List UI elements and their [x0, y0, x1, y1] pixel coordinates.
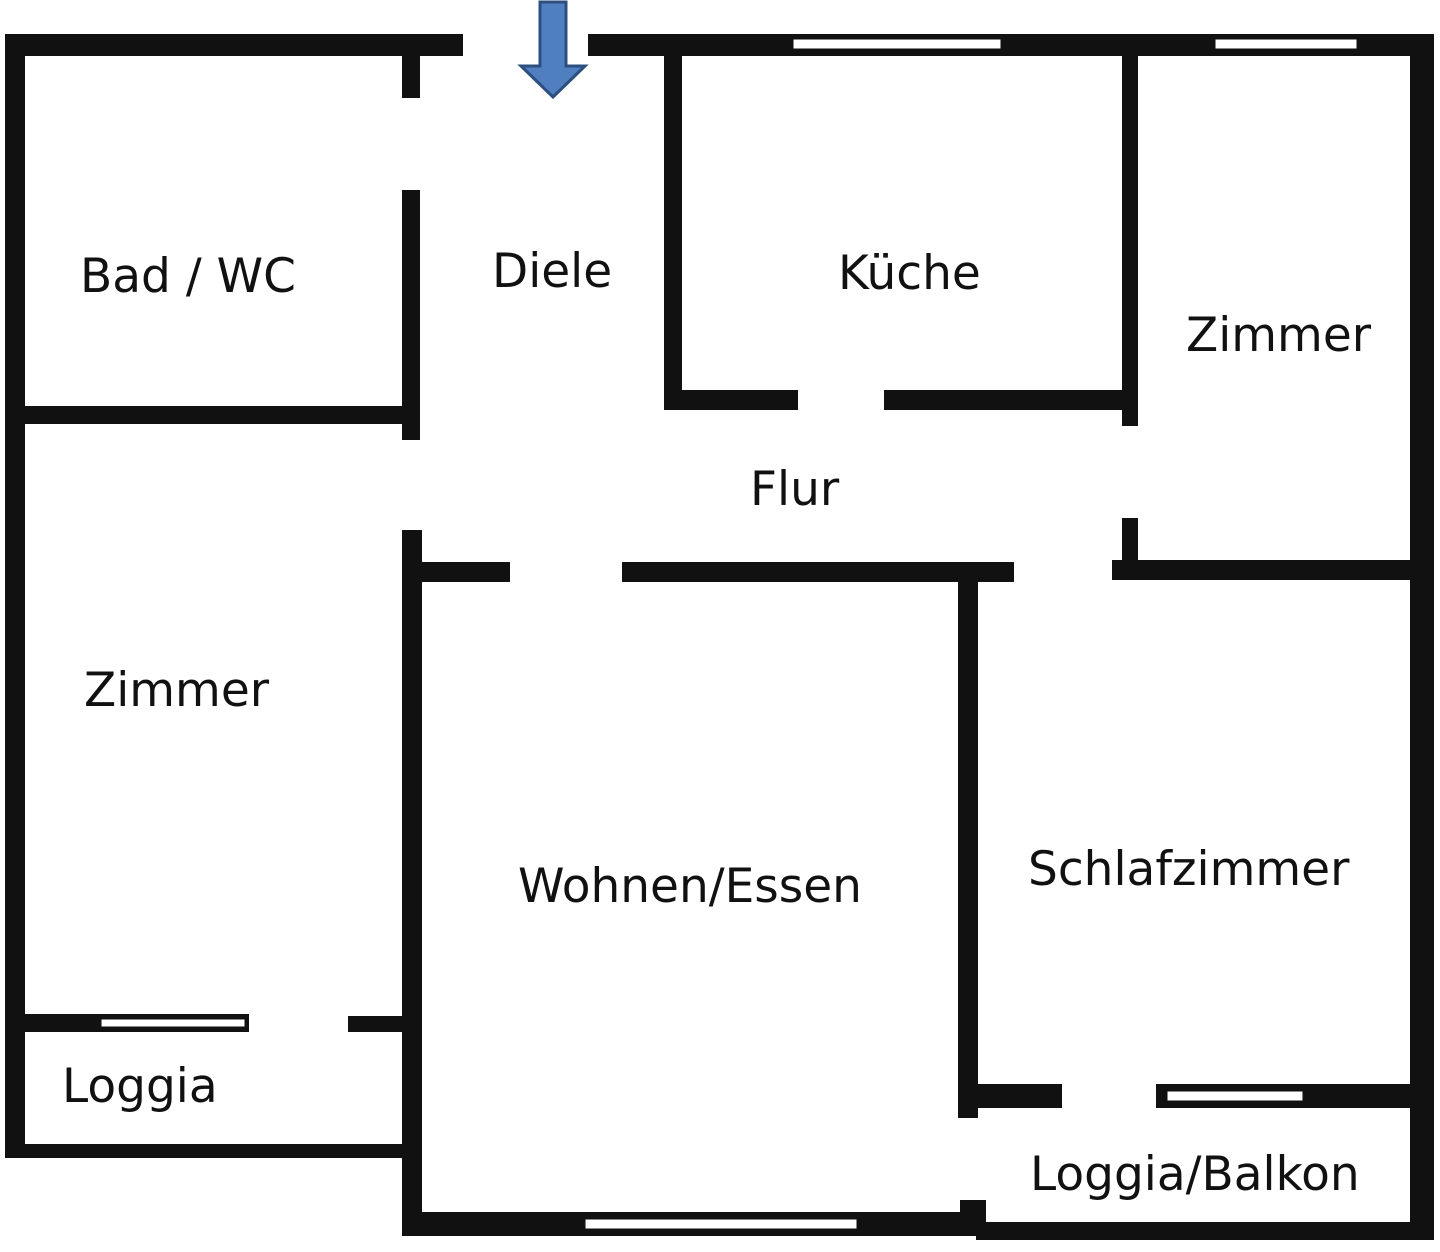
- wall-outer-right: [1410, 34, 1434, 1238]
- room-label-diele: Diele: [492, 244, 612, 299]
- windows: [98, 36, 1360, 1232]
- room-label-wohnen-essen: Wohnen/Essen: [518, 859, 862, 914]
- room-label-zimmer-left: Zimmer: [84, 663, 270, 718]
- window-zimmer-left: [98, 1016, 248, 1030]
- wall-bad-stub: [402, 34, 420, 98]
- walls: [5, 34, 1434, 1240]
- wall-kueche-left: [664, 34, 682, 408]
- room-labels: Bad / WC Diele Küche Zimmer Flur Zimmer …: [62, 244, 1372, 1202]
- window-kueche: [790, 36, 1004, 52]
- wall-loggia-bottom: [5, 1144, 405, 1158]
- room-label-loggia: Loggia: [62, 1059, 218, 1114]
- wall-flur-bottom-mid: [622, 562, 1014, 582]
- room-label-bad-wc: Bad / WC: [80, 249, 296, 304]
- wall-kueche-bottom-right: [884, 390, 1136, 410]
- room-label-loggia-balkon: Loggia/Balkon: [1030, 1147, 1360, 1202]
- room-label-flur: Flur: [750, 462, 840, 517]
- window-schlafzimmer: [1164, 1088, 1306, 1104]
- entrance-arrow-icon: [517, 0, 589, 100]
- wall-bad-bottom: [5, 406, 420, 424]
- wall-bad-right: [402, 190, 420, 440]
- room-label-kueche: Küche: [838, 246, 981, 301]
- wall-bottom-balkon: [976, 1222, 1434, 1240]
- wall-top-left: [5, 34, 463, 56]
- window-wohnen: [582, 1216, 860, 1232]
- wall-outer-left: [5, 34, 25, 1156]
- wall-flur-bottom-left: [402, 562, 510, 582]
- wall-zimmer-left-bottom-right: [348, 1016, 404, 1032]
- wall-wohnen-right: [958, 562, 978, 1118]
- window-zimmer-right: [1212, 36, 1360, 52]
- wall-kueche-right: [1122, 34, 1138, 426]
- wall-wohnen-left: [402, 530, 422, 1236]
- room-label-schlafzimmer: Schlafzimmer: [1028, 842, 1350, 897]
- wall-kueche-bottom-left: [664, 390, 798, 410]
- room-label-zimmer-right: Zimmer: [1186, 308, 1372, 363]
- wall-zimmer-right-bottom: [1112, 560, 1434, 580]
- wall-schlaf-bottom-left: [958, 1084, 1062, 1108]
